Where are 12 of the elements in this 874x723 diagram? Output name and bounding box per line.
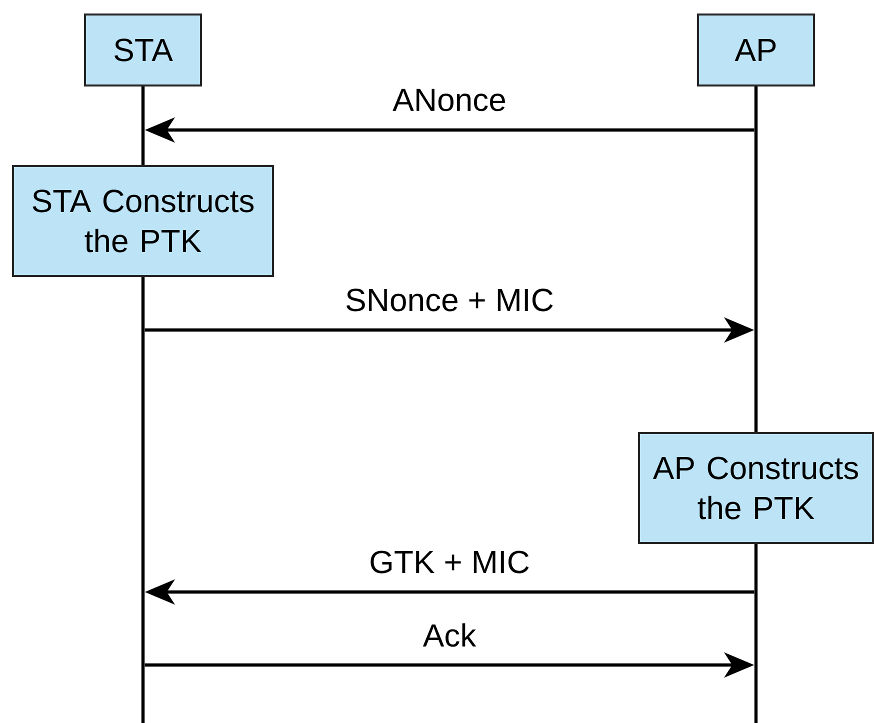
participant-box: AP (697, 14, 815, 86)
lifeline (754, 86, 758, 433)
participant-box: STA (84, 14, 202, 86)
edge-label: SNonce + MIC (344, 288, 555, 312)
process-box: STA Constructs the PTK (12, 165, 274, 277)
edge-label: Ack (422, 622, 478, 648)
lifeline (141, 276, 145, 723)
lifeline (141, 86, 145, 166)
edge-label: ANonce (392, 88, 508, 112)
edge-label: GTK + MIC (368, 550, 531, 574)
lifeline (754, 543, 758, 723)
process-box: AP Constructs the PTK (638, 432, 874, 544)
